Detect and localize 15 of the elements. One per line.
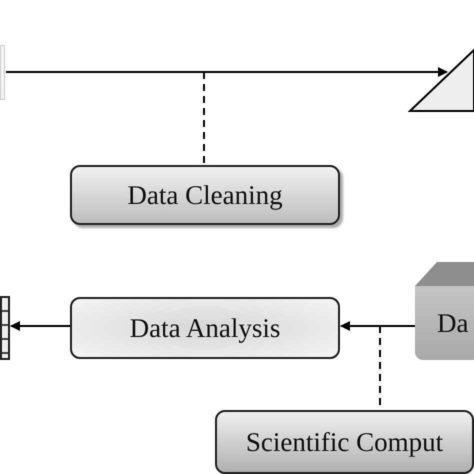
node-label: Data Analysis <box>130 312 280 344</box>
process-box <box>415 262 474 360</box>
arrow <box>6 67 448 77</box>
node-label: Data Cleaning <box>127 180 283 210</box>
arrow <box>10 321 70 331</box>
triangle-shape <box>408 48 474 113</box>
process-box <box>70 297 340 359</box>
process-box <box>0 45 5 100</box>
node-label: Scientific Comput <box>246 426 444 458</box>
process-box <box>215 410 474 474</box>
arrow <box>340 321 415 331</box>
process-box <box>70 165 340 225</box>
dashed-line <box>203 72 205 165</box>
process-box <box>0 296 10 360</box>
node-label: Da <box>437 308 468 338</box>
